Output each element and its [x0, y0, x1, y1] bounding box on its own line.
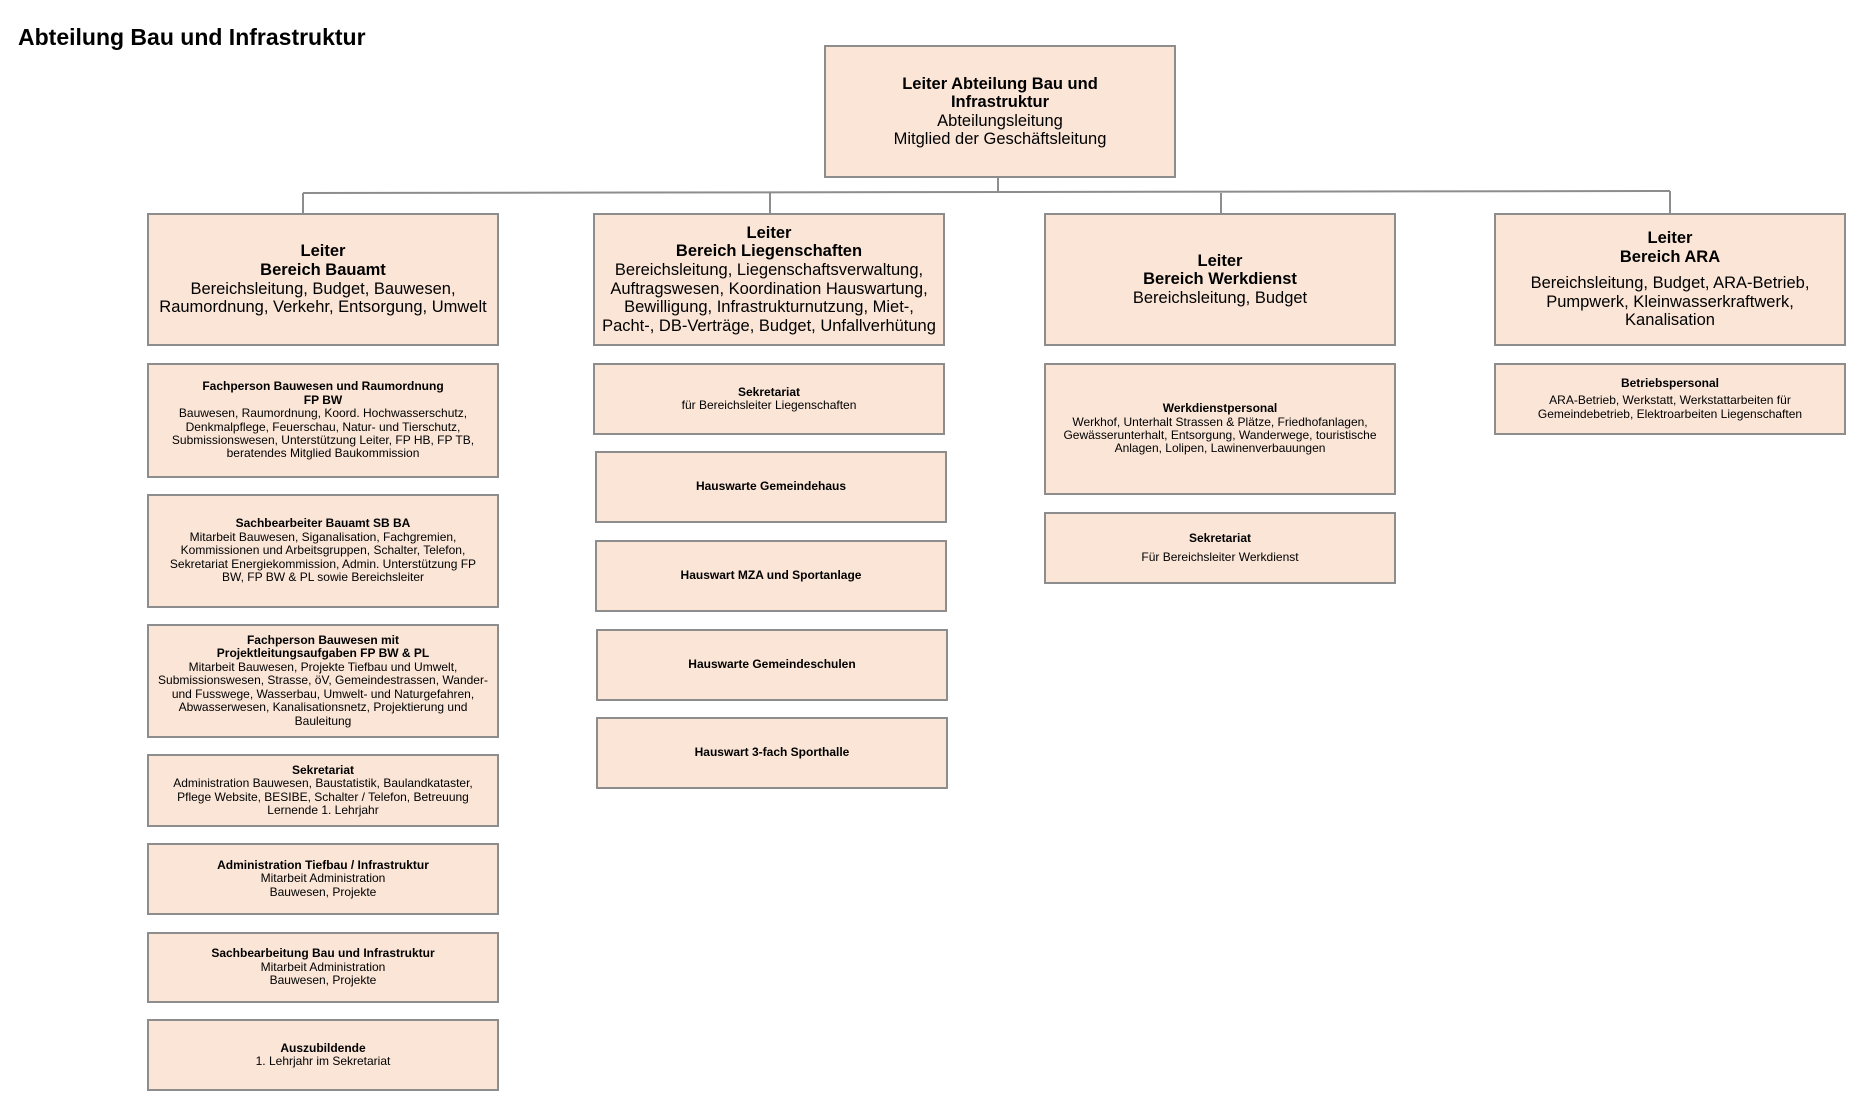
- unit-box: Sachbearbeiter Bauamt SB BA Mitarbeit Ba…: [147, 494, 499, 608]
- head-leader-title: Leiter Abteilung Bau und Infrastruktur: [902, 74, 1098, 112]
- unit-box: Hauswart 3-fach Sporthalle: [596, 717, 948, 789]
- unit-title: Auszubildende: [280, 1040, 366, 1055]
- unit-desc: Werkhof, Unterhalt Strassen & Plätze, Fr…: [1063, 414, 1377, 456]
- leader-box-bauamt: Leiter Bereich Bauamt Bereichsleitung, B…: [147, 213, 499, 346]
- unit-desc: Mitarbeit Bauwesen, Siganalisation, Fach…: [169, 529, 477, 585]
- unit-box: Werkdienstpersonal Werkhof, Unterhalt St…: [1044, 363, 1396, 495]
- leader-box-ara: Leiter Bereich ARA Bereichsleitung, Budg…: [1494, 213, 1846, 346]
- unit-box: Betriebspersonal ARA-Betrieb, Werkstatt,…: [1494, 363, 1846, 435]
- unit-desc: Bauwesen, Raumordnung, Koord. Hochwasser…: [171, 406, 475, 461]
- unit-box: Sachbearbeitung Bau und Infrastruktur Mi…: [147, 932, 499, 1003]
- leader-title: Leiter Bereich Bauamt: [260, 242, 386, 279]
- unit-title: Sachbearbeitung Bau und Infrastruktur: [211, 946, 435, 961]
- unit-desc: Administration Bauwesen, Baustatistik, B…: [173, 776, 473, 817]
- unit-title: Hauswart 3-fach Sporthalle: [694, 745, 850, 760]
- leader-desc: Bereichsleitung, Budget, ARA-Betrieb, Pu…: [1530, 274, 1810, 330]
- leader-box-liegenschaften: Leiter Bereich Liegenschaften Bereichsle…: [593, 213, 945, 346]
- unit-title: Fachperson Bauwesen mit Projektleitungsa…: [216, 632, 430, 661]
- unit-box: Administration Tiefbau / Infrastruktur M…: [147, 843, 499, 915]
- unit-box: Hauswarte Gemeindeschulen: [596, 629, 948, 701]
- unit-desc: 1. Lehrjahr im Sekretariat: [255, 1054, 391, 1068]
- unit-box: Sekretariat für Bereichsleiter Liegensch…: [593, 363, 945, 435]
- unit-title: Sachbearbeiter Bauamt SB BA: [235, 516, 411, 531]
- unit-box: Fachperson Bauwesen und Raumordnung FP B…: [147, 363, 499, 478]
- leader-title: Leiter Bereich ARA: [1619, 228, 1721, 266]
- leader-desc: Bereichsleitung, Budget, Bauwesen, Raumo…: [159, 279, 487, 317]
- unit-title: Sekretariat: [1188, 530, 1252, 545]
- page-title: Abteilung Bau und Infrastruktur: [18, 24, 366, 50]
- unit-box: Hauswart MZA und Sportanlage: [595, 540, 947, 612]
- unit-title: Hauswarte Gemeindeschulen: [688, 657, 856, 672]
- leader-box-werkdienst: Leiter Bereich Werkdienst Bereichsleitun…: [1044, 213, 1396, 346]
- unit-box: Sekretariat Für Bereichsleiter Werkdiens…: [1044, 512, 1396, 584]
- unit-desc: Mitarbeit Administration Bauwesen, Proje…: [260, 871, 386, 899]
- unit-title: Betriebspersonal: [1620, 375, 1720, 390]
- head-leader-desc: Abteilungsleitung Mitglied der Geschäfts…: [893, 111, 1107, 148]
- unit-desc: Mitarbeit Bauwesen, Projekte Tiefbau und…: [158, 659, 488, 728]
- leader-title: Leiter Bereich Werkdienst: [1143, 251, 1297, 289]
- unit-box: Sekretariat Administration Bauwesen, Bau…: [147, 754, 499, 827]
- unit-desc: ARA-Betrieb, Werkstatt, Werkstattarbeite…: [1537, 393, 1803, 421]
- leader-desc: Bereichsleitung, Budget: [1132, 288, 1308, 307]
- head-leader-box: Leiter Abteilung Bau und Infrastruktur A…: [824, 45, 1176, 178]
- unit-title: Sekretariat: [737, 384, 801, 399]
- unit-box: Hauswarte Gemeindehaus: [595, 451, 947, 523]
- unit-title: Hauswarte Gemeindehaus: [695, 479, 847, 494]
- unit-desc: Für Bereichsleiter Werkdienst: [1141, 550, 1299, 564]
- unit-title: Werkdienstpersonal: [1162, 401, 1278, 416]
- unit-title: Administration Tiefbau / Infrastruktur: [217, 857, 429, 872]
- unit-desc: für Bereichsleiter Liegenschaften: [681, 398, 857, 412]
- unit-box: Fachperson Bauwesen mit Projektleitungsa…: [147, 624, 499, 738]
- leader-desc: Bereichsleitung, Liegenschaftsverwaltung…: [602, 260, 936, 335]
- unit-title: Sekretariat: [291, 762, 355, 777]
- unit-box: Auszubildende 1. Lehrjahr im Sekretariat: [147, 1019, 499, 1091]
- leader-title: Leiter Bereich Liegenschaften: [675, 223, 863, 261]
- unit-desc: Mitarbeit Administration Bauwesen, Proje…: [260, 959, 386, 988]
- unit-title: Hauswart MZA und Sportanlage: [680, 568, 862, 583]
- connector-horizontal: [302, 190, 1671, 194]
- unit-title: Fachperson Bauwesen und Raumordnung FP B…: [202, 379, 444, 407]
